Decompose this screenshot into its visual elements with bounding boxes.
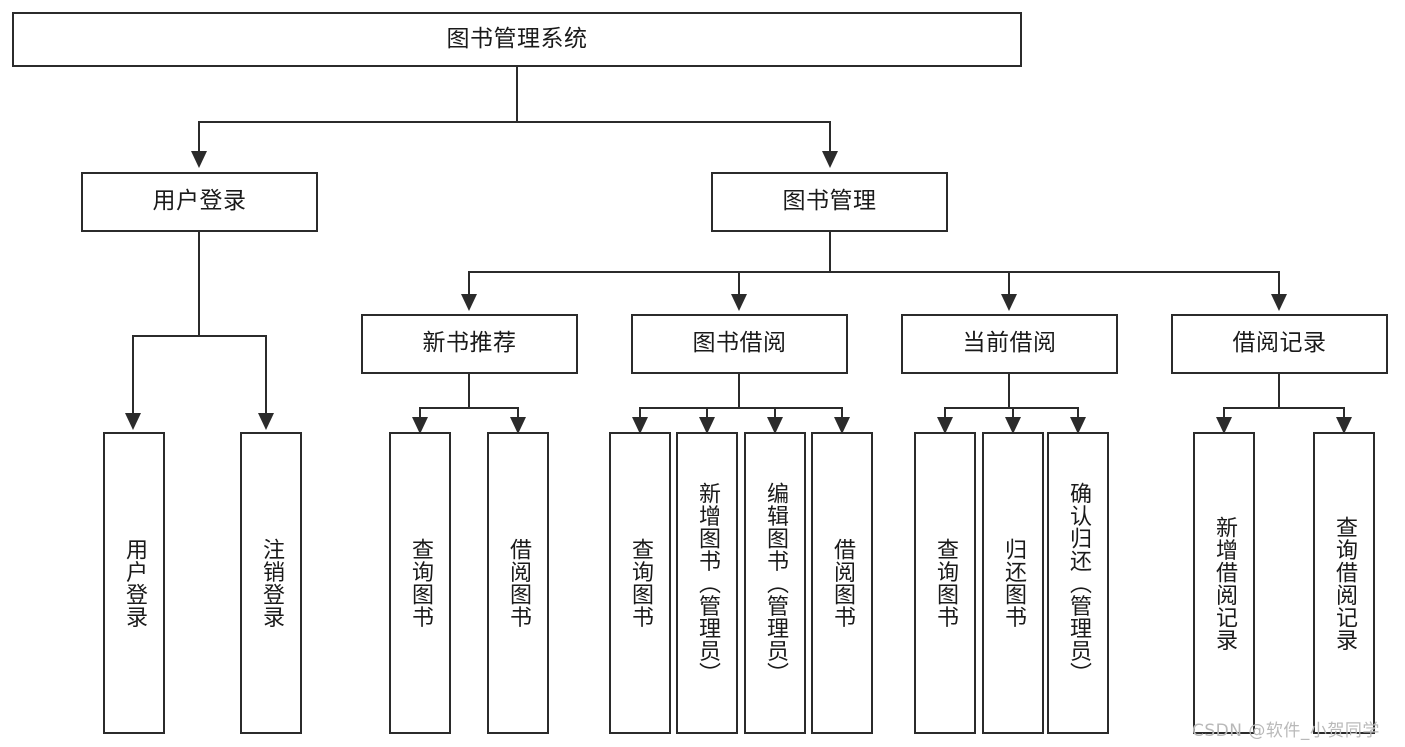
arrowhead-book-borrow-to-leaf-3 xyxy=(767,417,783,434)
leaf-add-book-admin[interactable]: 新增图书（管理员） xyxy=(676,432,738,734)
connector-book-manage-to-current-borrow xyxy=(1008,271,1010,296)
node-user-login[interactable]: 用户登录 xyxy=(81,172,318,232)
node-new-book-rec[interactable]: 新书推荐 xyxy=(361,314,578,374)
leaf-borrow-book-2[interactable]: 借阅图书 xyxy=(811,432,873,734)
arrowhead-book-borrow-to-leaf-2 xyxy=(699,417,715,434)
leaf-return-book[interactable]: 归还图书 xyxy=(982,432,1044,734)
node-book-manage[interactable]: 图书管理 xyxy=(711,172,948,232)
leaf-query-book-3-label: 查询图书 xyxy=(932,538,958,628)
connector-book-borrow-bus xyxy=(639,407,842,409)
connector-level1-bus xyxy=(198,121,831,123)
connector-book-manage-to-new-book-rec xyxy=(468,271,470,296)
leaf-logout[interactable]: 注销登录 xyxy=(240,432,302,734)
arrowhead-book-manage-to-borrow-record xyxy=(1271,294,1287,311)
arrowhead-borrow-record-to-leaf-2 xyxy=(1336,417,1352,434)
connector-book-borrow-stem xyxy=(738,374,740,408)
connector-borrow-record-stem xyxy=(1278,374,1280,408)
connector-root-to-user-login xyxy=(198,121,200,153)
leaf-add-book-admin-label: 新增图书（管理员） xyxy=(694,481,720,685)
connector-book-manage-to-book-borrow xyxy=(738,271,740,296)
arrowhead-book-manage-to-current-borrow xyxy=(1001,294,1017,311)
leaf-confirm-return-admin[interactable]: 确认归还（管理员） xyxy=(1047,432,1109,734)
arrowhead-new-book-rec-to-leaf-1 xyxy=(412,417,428,434)
connector-new-book-rec-bus xyxy=(419,407,519,409)
leaf-query-record-label: 查询借阅记录 xyxy=(1331,515,1357,651)
leaf-query-book-1-label: 查询图书 xyxy=(407,538,433,628)
leaf-borrow-book-1-label: 借阅图书 xyxy=(505,538,531,628)
leaf-query-book-2-label: 查询图书 xyxy=(627,538,653,628)
leaf-add-record-label: 新增借阅记录 xyxy=(1211,515,1237,651)
connector-book-manage-to-borrow-record xyxy=(1278,271,1280,296)
node-book-borrow[interactable]: 图书借阅 xyxy=(631,314,848,374)
arrowhead-current-borrow-to-leaf-3 xyxy=(1070,417,1086,434)
leaf-query-book-3[interactable]: 查询图书 xyxy=(914,432,976,734)
connector-borrow-record-bus xyxy=(1223,407,1345,409)
node-root[interactable]: 图书管理系统 xyxy=(12,12,1022,67)
arrowhead-borrow-record-to-leaf-1 xyxy=(1216,417,1232,434)
leaf-user-login-label: 用户登录 xyxy=(121,538,147,628)
arrowhead-current-borrow-to-leaf-1 xyxy=(937,417,953,434)
arrowhead-current-borrow-to-leaf-2 xyxy=(1005,417,1021,434)
node-borrow-record-label: 借阅记录 xyxy=(1232,330,1327,357)
connector-user-login-to-leaf-2 xyxy=(265,335,267,415)
arrowhead-new-book-rec-to-leaf-2 xyxy=(510,417,526,434)
connector-book-manage-stem xyxy=(829,232,831,272)
leaf-edit-book-admin[interactable]: 编辑图书（管理员） xyxy=(744,432,806,734)
node-user-login-label: 用户登录 xyxy=(152,188,247,215)
leaf-return-book-label: 归还图书 xyxy=(1000,538,1026,628)
node-root-label: 图书管理系统 xyxy=(446,25,588,52)
leaf-borrow-book-2-label: 借阅图书 xyxy=(829,538,855,628)
leaf-confirm-return-admin-label: 确认归还（管理员） xyxy=(1065,481,1091,685)
leaf-edit-book-admin-label: 编辑图书（管理员） xyxy=(762,481,788,685)
node-current-borrow[interactable]: 当前借阅 xyxy=(901,314,1118,374)
node-book-manage-label: 图书管理 xyxy=(782,188,877,215)
connector-root-stem xyxy=(516,67,518,122)
leaf-query-record[interactable]: 查询借阅记录 xyxy=(1313,432,1375,734)
arrowhead-root-to-book-manage xyxy=(822,151,838,168)
leaf-logout-label: 注销登录 xyxy=(258,538,284,628)
connector-user-login-bus xyxy=(132,335,267,337)
arrowhead-book-borrow-to-leaf-1 xyxy=(632,417,648,434)
leaf-query-book-1[interactable]: 查询图书 xyxy=(389,432,451,734)
arrowhead-user-login-to-leaf-2 xyxy=(258,413,274,430)
leaf-query-book-2[interactable]: 查询图书 xyxy=(609,432,671,734)
node-current-borrow-label: 当前借阅 xyxy=(962,330,1057,357)
connector-user-login-to-leaf-1 xyxy=(132,335,134,415)
leaf-add-record[interactable]: 新增借阅记录 xyxy=(1193,432,1255,734)
connector-user-login-stem xyxy=(198,232,200,336)
leaf-user-login[interactable]: 用户登录 xyxy=(103,432,165,734)
arrowhead-root-to-user-login xyxy=(191,151,207,168)
arrowhead-user-login-to-leaf-1 xyxy=(125,413,141,430)
leaf-borrow-book-1[interactable]: 借阅图书 xyxy=(487,432,549,734)
connector-current-borrow-bus xyxy=(944,407,1079,409)
connector-current-borrow-stem xyxy=(1008,374,1010,408)
connector-root-to-book-manage xyxy=(829,121,831,153)
watermark-text: CSDN @软件_小贺同学 xyxy=(1192,721,1380,741)
arrowhead-book-borrow-to-leaf-4 xyxy=(834,417,850,434)
connector-book-manage-bus xyxy=(468,271,1280,273)
connector-new-book-rec-stem xyxy=(468,374,470,408)
node-borrow-record[interactable]: 借阅记录 xyxy=(1171,314,1388,374)
node-new-book-rec-label: 新书推荐 xyxy=(422,330,517,357)
node-book-borrow-label: 图书借阅 xyxy=(692,330,787,357)
arrowhead-book-manage-to-new-book-rec xyxy=(461,294,477,311)
arrowhead-book-manage-to-book-borrow xyxy=(731,294,747,311)
